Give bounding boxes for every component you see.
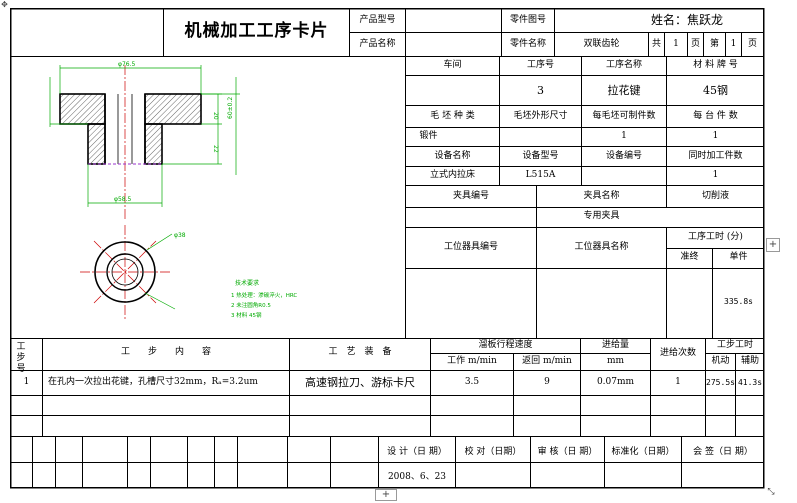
top-view xyxy=(94,233,176,310)
feed-cell: 0.07mm xyxy=(596,377,635,387)
product-model-label: 产品型号 xyxy=(359,15,396,25)
part-name-value: 双联齿轮 xyxy=(583,39,620,49)
fixture-no-label: 夹具编号 xyxy=(452,191,489,201)
material-label: 材 料 牌 号 xyxy=(693,60,738,70)
step-time-label: 工步工时 xyxy=(716,340,753,350)
op-no-label: 工序号 xyxy=(526,60,554,70)
step-content-cell: 在孔内一次拉出花键，孔槽尺寸32mm，Rₐ=3.2um xyxy=(48,377,258,387)
equip-name-value: 立式内拉床 xyxy=(429,170,475,180)
part-no-label: 零件图号 xyxy=(509,15,546,25)
check-label: 校 对（日期） xyxy=(464,447,522,457)
countersign-label: 会 签（日 期） xyxy=(693,447,753,457)
machine-time-label: 机动 xyxy=(711,356,730,366)
aux-time-label: 辅助 xyxy=(740,356,759,366)
dim-h1-text: 20 xyxy=(212,112,219,120)
simul-value: 1 xyxy=(712,170,719,180)
add-row-button[interactable]: + xyxy=(375,489,397,501)
page-unit-b: 页 xyxy=(747,39,757,49)
op-no-value: 3 xyxy=(537,84,544,97)
part-drawing: φ76.5 φ58.5 20 22 60±0.2 φ38 技术要求 1 热处理：… xyxy=(49,61,297,319)
page-unit-a: 页 xyxy=(690,39,700,49)
speed-label: 溜板行程速度 xyxy=(478,340,533,350)
op-name-value: 拉花键 xyxy=(607,84,641,97)
design-label: 设 计（日 期） xyxy=(387,447,447,457)
equip-name-label: 设备名称 xyxy=(434,151,471,161)
card-title: 机械加工工序卡片 xyxy=(184,21,329,41)
step-content-label: 工 步 内 容 xyxy=(120,347,211,357)
equipment-cell: 高速钢拉刀、游标卡尺 xyxy=(305,376,415,389)
step-no-cell: 1 xyxy=(23,377,30,387)
part-name-label: 零件名称 xyxy=(509,39,546,49)
total-pages-label: 共 xyxy=(651,39,661,49)
dim-circle-text: φ38 xyxy=(174,232,186,239)
dim-h2-text: 22 xyxy=(212,145,219,153)
notes-title: 技术要求 xyxy=(235,279,259,287)
total-pages-value: 1 xyxy=(673,39,679,49)
aux-time-cell: 41.3s xyxy=(737,378,763,387)
per-unit-value: 1 xyxy=(712,131,719,141)
work-speed-cell: 3.5 xyxy=(464,377,480,387)
passes-cell: 1 xyxy=(675,377,681,387)
add-column-button[interactable]: + xyxy=(766,238,780,252)
author-name: 姓名：焦跃龙 xyxy=(650,13,723,27)
per-unit-label: 每 台 件 数 xyxy=(693,111,738,121)
blank-type-label: 毛 坯 种 类 xyxy=(430,111,475,121)
equip-no-label: 设备编号 xyxy=(605,151,642,161)
product-name-label: 产品名称 xyxy=(359,39,396,49)
fixture-name-value: 专用夹具 xyxy=(583,211,620,221)
equipment-label: 工 艺 装 备 xyxy=(328,347,392,357)
move-handle-icon[interactable]: ✥ xyxy=(0,0,9,9)
return-speed-cell: 9 xyxy=(544,377,550,387)
coolant-label: 切削液 xyxy=(701,191,729,201)
dim-base-text: φ58.5 xyxy=(114,196,132,203)
equip-model-value: L515A xyxy=(525,170,556,180)
op-time-label: 工序工时 (分) xyxy=(688,232,743,242)
station-name-label: 工位器具名称 xyxy=(574,242,629,252)
material-value: 45钢 xyxy=(703,84,728,97)
unit-time-value: 335.8s xyxy=(724,297,753,306)
feed-unit-label: mm xyxy=(606,356,625,366)
passes-label: 进给次数 xyxy=(659,348,696,358)
station-no-label: 工位器具编号 xyxy=(443,242,498,252)
sheet-label: 第 xyxy=(709,39,719,49)
op-name-label: 工序名称 xyxy=(605,60,642,70)
fixture-name-label: 夹具名称 xyxy=(583,191,620,201)
machine-time-cell: 275.5s xyxy=(706,378,735,387)
front-view xyxy=(59,93,202,165)
work-speed-label: 工作 m/min xyxy=(447,356,497,366)
note-2: 2 未注圆角R0.5 xyxy=(231,301,271,309)
note-1: 1 热处理：渗碳淬火，HRC xyxy=(231,291,297,299)
return-speed-label: 返回 m/min xyxy=(522,356,572,366)
feed-label: 进给量 xyxy=(601,340,629,350)
unit-time-label: 单件 xyxy=(729,252,748,262)
workshop-label: 车间 xyxy=(443,60,462,70)
dim-top-text: φ76.5 xyxy=(118,61,136,68)
standard-label: 标准化（日期） xyxy=(611,447,675,457)
resize-handle-icon[interactable]: ⤡ xyxy=(766,487,776,497)
step-no-label: 工步号 xyxy=(16,342,26,374)
dimension-lines xyxy=(49,65,240,207)
per-blank-value: 1 xyxy=(621,131,627,141)
simul-label: 同时加工件数 xyxy=(688,151,743,161)
design-date: 2008、6、23 xyxy=(387,472,447,482)
equip-model-label: 设备型号 xyxy=(522,151,559,161)
review-label: 审 核（日 期） xyxy=(537,447,598,457)
sheet-value: 1 xyxy=(730,39,737,49)
dim-side-text: 60±0.2 xyxy=(227,97,234,119)
blank-type-value: 锻件 xyxy=(419,131,438,141)
per-blank-label: 每毛坯可制件数 xyxy=(592,111,656,121)
blank-size-label: 毛坯外形尺寸 xyxy=(513,111,568,121)
std-time-label: 准终 xyxy=(680,252,699,262)
note-3: 3 材料 45钢 xyxy=(231,311,262,319)
